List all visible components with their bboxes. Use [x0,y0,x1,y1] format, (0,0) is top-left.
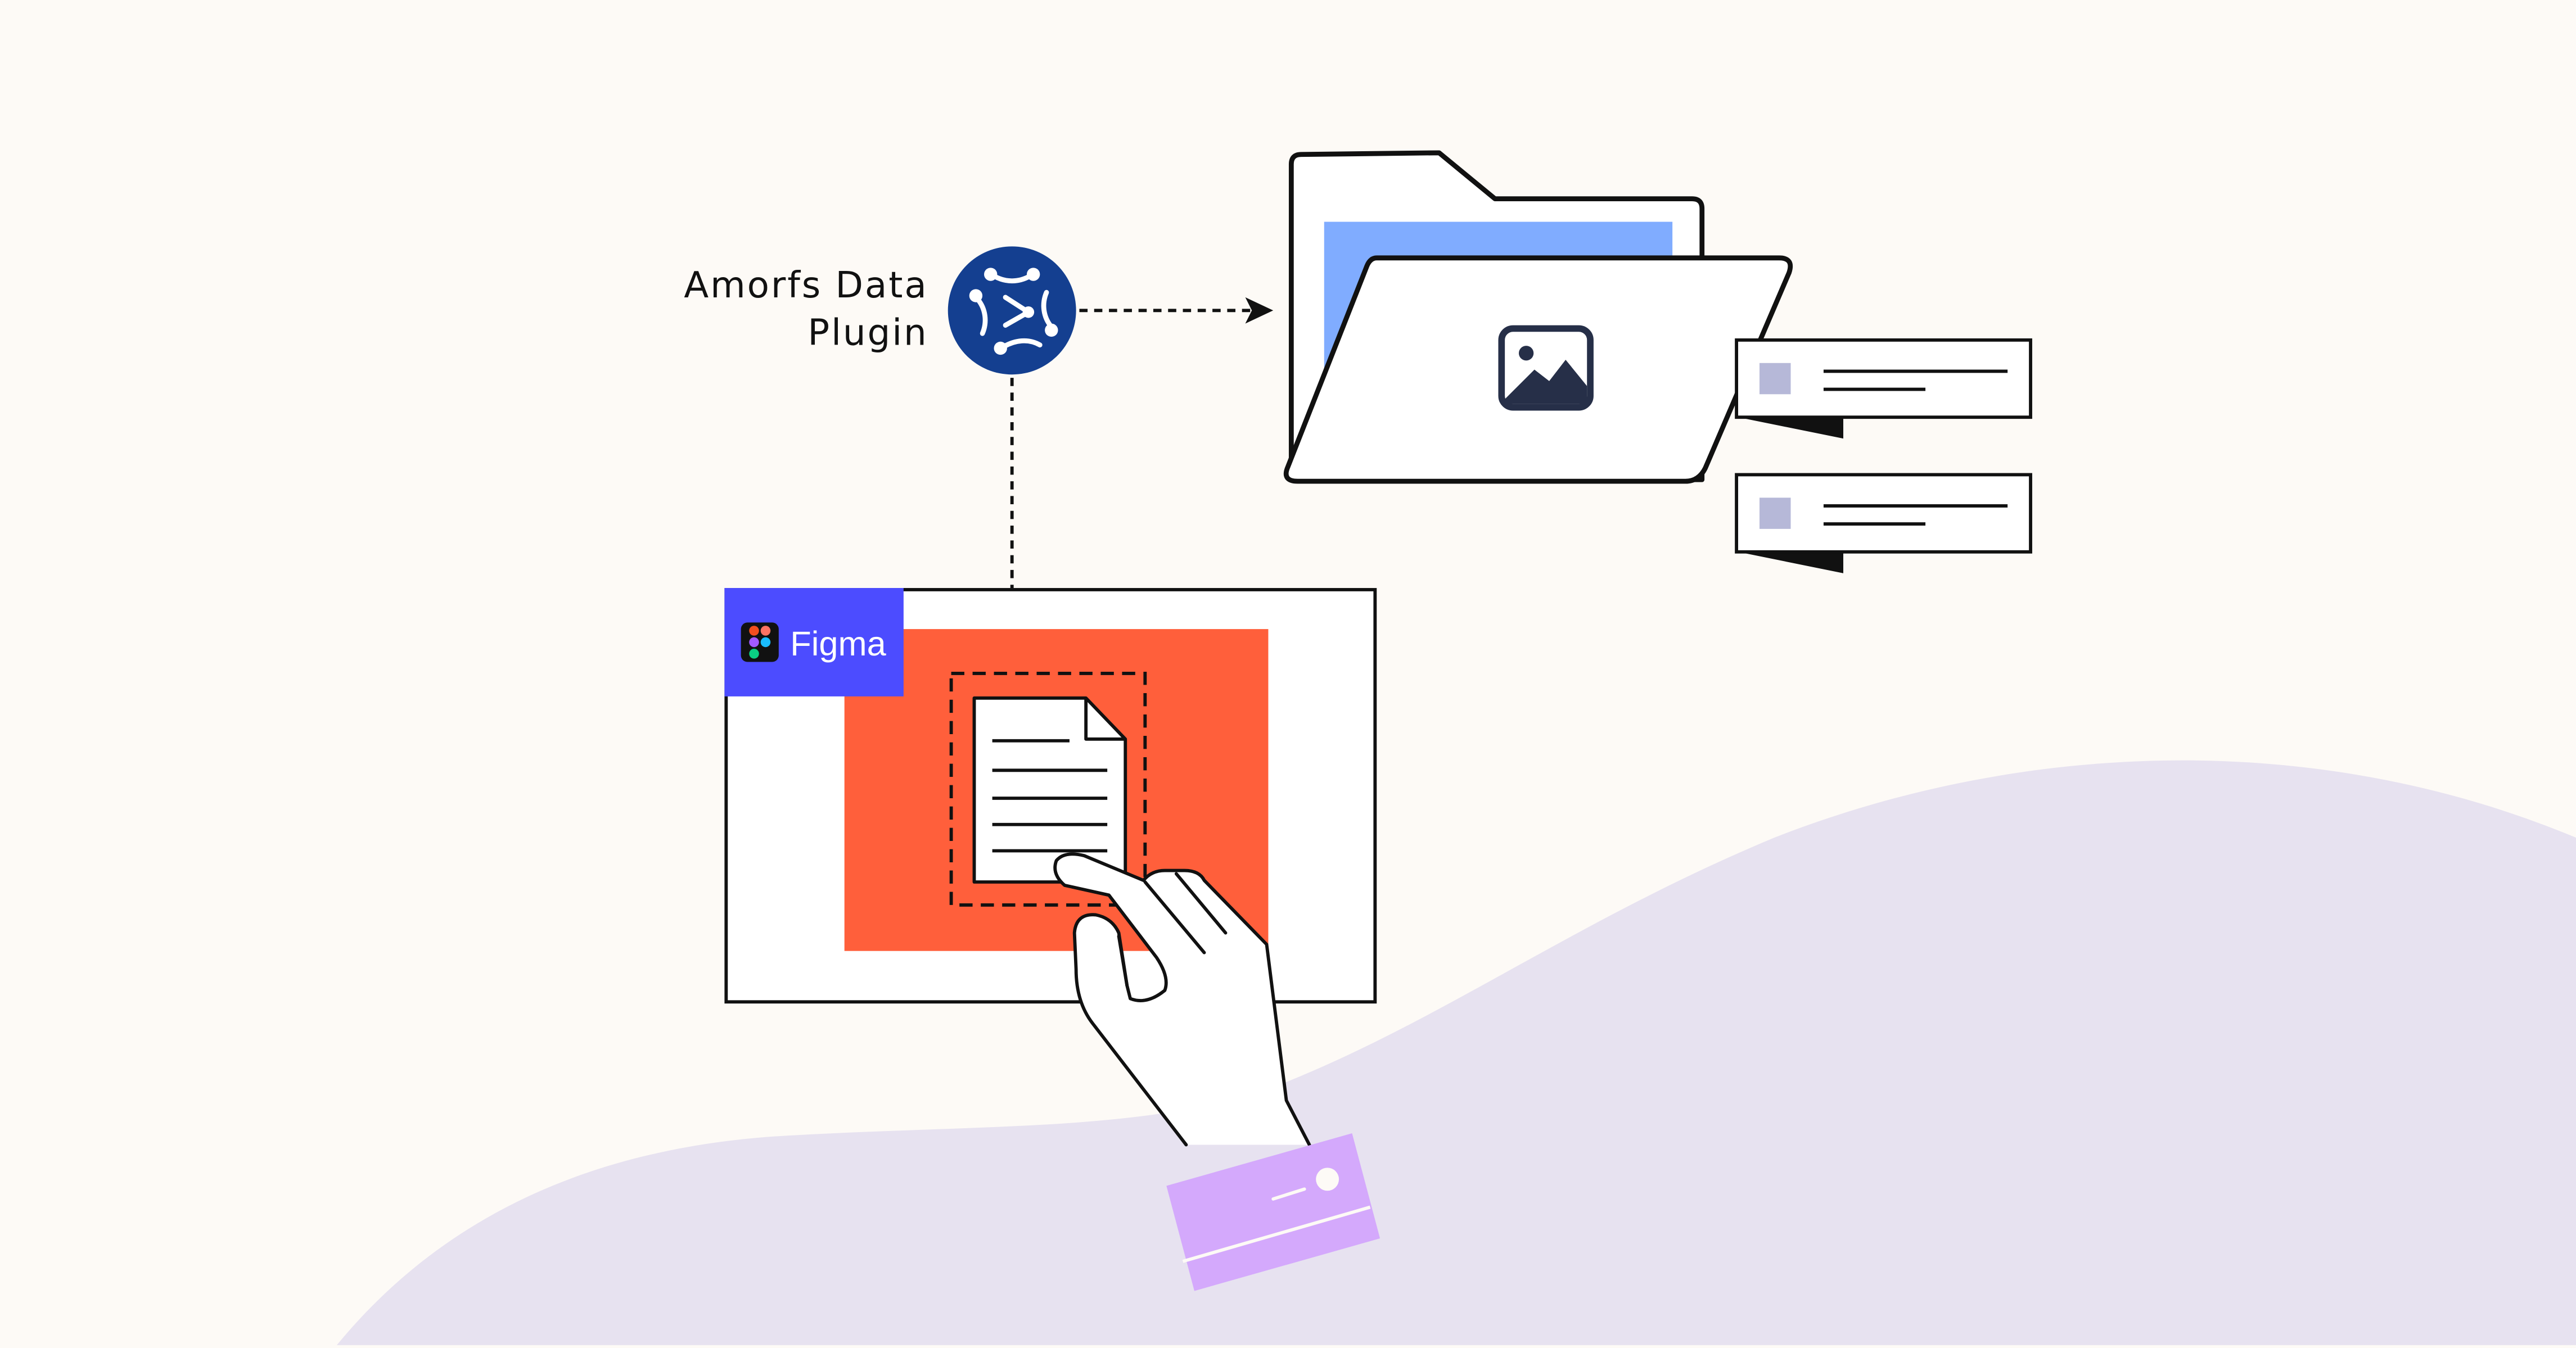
info-card-1 [1735,338,2032,439]
folder-icon [1283,150,1793,484]
hand-outline [1053,852,1311,1147]
figma-logo-icon [741,622,779,662]
pointing-hand-icon [1053,852,1381,1291]
background-wave [336,760,2576,1345]
selection-box [949,672,1147,907]
amorfs-plugin-node[interactable] [948,246,1076,375]
plugin-circle [948,246,1076,375]
cuff-button [1316,1168,1339,1191]
document-icon[interactable] [972,696,1127,884]
card-thumbnail [1759,497,1791,529]
plugin-label-line2: Plugin [807,312,928,354]
arrow-head-icon [1245,297,1274,324]
plugin-label-line1: Amorfs Data [684,264,928,306]
figma-label: Figma [790,625,886,663]
image-icon [1498,325,1594,411]
amorfs-network-nodes [969,268,1058,355]
sleeve-cuff [1166,1133,1381,1291]
info-card-2 [1735,473,2032,573]
figma-tab[interactable]: Figma [724,588,904,696]
card-thumbnail [1759,363,1791,395]
